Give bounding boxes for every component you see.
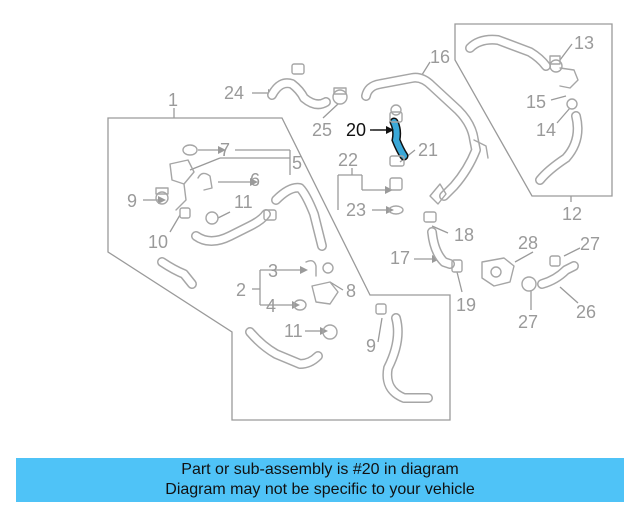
callout-7: 7 [220,140,230,160]
banner-line-1: Part or sub-assembly is #20 in diagram [181,461,459,478]
info-banner: Part or sub-assembly is #20 in diagram D… [16,458,624,502]
callout-22: 22 [338,150,358,170]
callout-20-arrow [370,126,394,134]
pipe-16 [361,72,489,201]
callout-8: 8 [346,281,356,301]
clamp-9a [155,187,169,205]
callout-14: 14 [536,120,556,140]
callout-6: 6 [250,170,260,190]
clip-3-2-4-8 [293,259,339,311]
callout-11a: 11 [234,192,253,212]
callout-3: 3 [268,261,278,281]
connector-7-5 [169,144,198,211]
callout-27a: 27 [580,234,600,254]
callout-23: 23 [346,200,366,220]
callout-17: 17 [390,248,410,268]
clamp-10-11 [179,207,219,225]
callout-13: 13 [574,33,594,53]
callout-24: 24 [224,83,244,103]
callout-9a: 9 [127,191,137,211]
clamp-25 [332,87,348,105]
hose-upper-1 [191,182,327,251]
clip-6 [197,172,213,191]
hose-bottom-1 [245,324,338,369]
part-18-17-19 [423,183,463,273]
callout-25: 25 [312,120,332,140]
banner-line-2: Diagram may not be specific to your vehi… [165,481,475,498]
parts-diagram: 1 2 3 4 5 6 7 8 9 9 10 11 11 12 13 14 15… [107,23,613,421]
callout-21: 21 [418,140,438,160]
callout-26: 26 [576,302,596,322]
callout-11b: 11 [284,321,303,341]
hose-lower-1 [157,257,197,289]
hose-26-27 [521,255,579,292]
hose-9b [375,303,433,403]
hose-24 [267,63,331,110]
pump-28 [481,257,515,287]
callout-15: 15 [526,92,546,112]
leader-lines [143,43,581,343]
callout-16: 16 [430,47,450,67]
callout-18: 18 [454,225,474,245]
callout-2: 2 [236,280,246,300]
hose-14 [535,98,583,185]
callout-20: 20 [346,120,366,140]
part-22-23 [388,177,404,215]
hose-13-15 [465,34,579,89]
callout-19: 19 [456,295,476,315]
thermostat-21 [389,104,405,167]
callout-5: 5 [292,153,302,173]
callout-1: 1 [168,90,178,110]
callout-9b: 9 [366,336,376,356]
callout-4: 4 [266,296,276,316]
part-20-hose-highlight [389,117,409,161]
callout-27b: 27 [518,312,538,332]
callout-labels: 1 2 3 4 5 6 7 8 9 9 10 11 11 12 13 14 15… [127,33,600,356]
callout-28: 28 [518,233,538,253]
assembly-12-outline [454,23,613,197]
assembly-1-outline [107,117,451,421]
callout-10: 10 [148,232,168,252]
callout-12: 12 [562,204,582,224]
